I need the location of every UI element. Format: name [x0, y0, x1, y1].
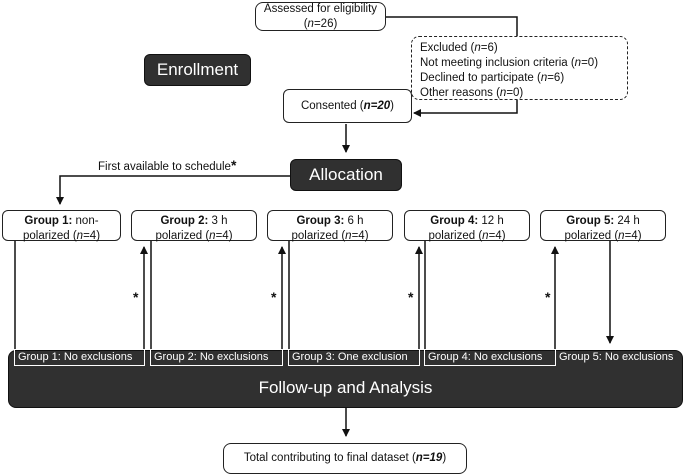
group-5-exclusions: Group 5: No exclusions — [559, 351, 674, 363]
asterisk-3: * — [408, 289, 414, 305]
total-text: Total contributing to final dataset (n=1… — [243, 452, 447, 465]
consented-box: Consented (n=20) — [283, 89, 412, 123]
enrollment-label: Enrollment — [144, 54, 251, 86]
group-1-exclusions: Group 1: No exclusions — [14, 349, 145, 366]
group-5-box: Group 5: 24 h polarized (n=4) — [540, 210, 666, 242]
asterisk-1: * — [133, 289, 139, 305]
group-3-exclusions: Group 3: One exclusion — [288, 349, 420, 366]
excluded-box: Excluded (n=6) Not meeting inclusion cri… — [411, 36, 628, 100]
other-reasons-line: Other reasons (n=0) — [420, 86, 524, 99]
group-2-box: Group 2: 3 h polarized (n=4) — [131, 210, 257, 242]
excluded-line: Excluded (n=6) — [420, 42, 498, 54]
group-3-box: Group 3: 6 h polarized (n=4) — [267, 210, 393, 242]
assessed-text: Assessed for eligibility (n=26) — [263, 3, 378, 30]
allocation-label: Allocation — [290, 159, 402, 191]
group-2-exclusions: Group 2: No exclusions — [150, 349, 283, 366]
followup-box: Follow-up and Analysis — [8, 350, 683, 408]
asterisk-4: * — [545, 289, 551, 305]
first-available-label: First available to schedule* — [98, 157, 237, 173]
assessed-box: Assessed for eligibility (n=26) — [255, 2, 386, 31]
total-box: Total contributing to final dataset (n=1… — [223, 443, 467, 474]
declined-line: Declined to participate (n=6) — [420, 71, 565, 84]
followup-label: Follow-up and Analysis — [258, 378, 433, 397]
group-1-box: Group 1: non- polarized (n=4) — [2, 210, 121, 242]
not-meeting-line: Not meeting inclusion criteria (n=0) — [420, 56, 599, 69]
asterisk-2: * — [271, 289, 277, 305]
consented-text: Consented (n=20) — [300, 99, 395, 112]
group-4-box: Group 4: 12 h polarized (n=4) — [404, 210, 530, 242]
group-4-exclusions: Group 4: No exclusions — [424, 349, 556, 366]
